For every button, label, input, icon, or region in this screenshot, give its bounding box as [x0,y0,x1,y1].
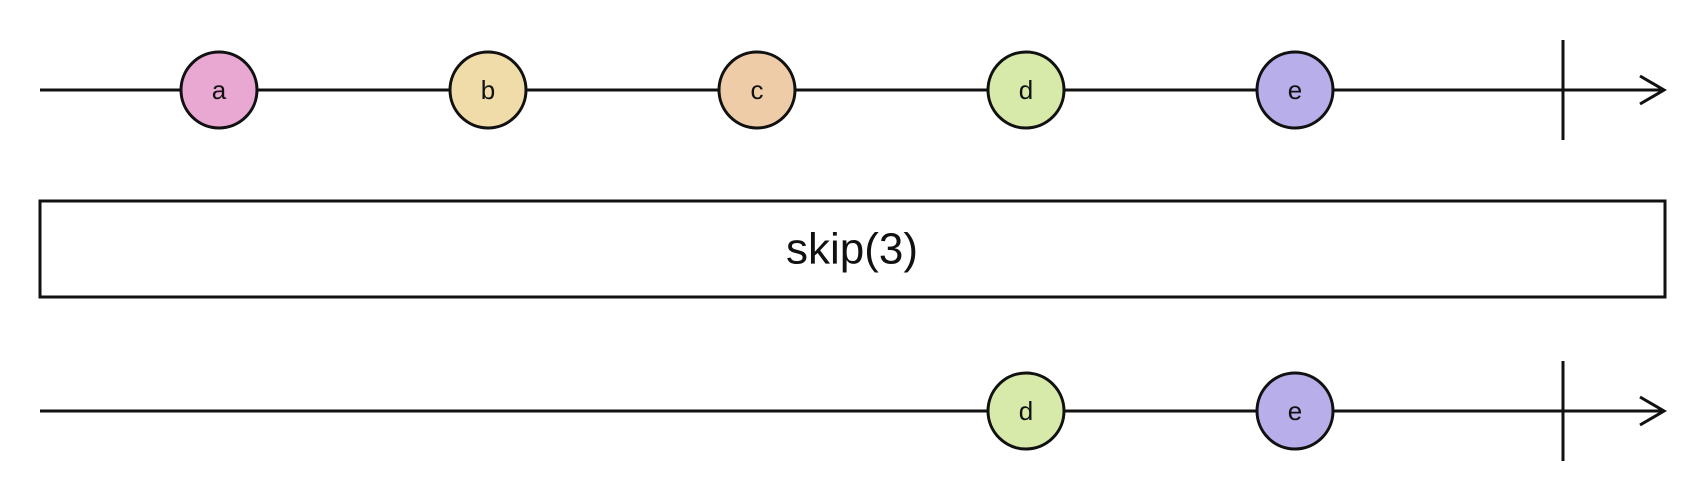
source-arrow-head [1639,74,1667,106]
source-marble-a: a [179,50,259,130]
svg-text:b: b [481,75,495,105]
svg-text:a: a [212,75,227,105]
svg-text:e: e [1288,396,1302,426]
source-marble-c: c [717,50,797,130]
result-stream: d e [40,361,1667,461]
result-marble-e: e [1255,371,1335,451]
svg-text:d: d [1019,75,1033,105]
operator: skip(3) [38,199,1667,299]
source-marble-d: d [986,50,1066,130]
svg-text:c: c [751,75,764,105]
result-marble-d: d [986,371,1066,451]
result-arrow-head [1639,395,1667,427]
operator-label: skip(3) [786,225,918,274]
source-marble-b: b [448,50,528,130]
source-stream: a b c d e [40,40,1667,140]
svg-text:e: e [1288,75,1302,105]
svg-text:d: d [1019,396,1033,426]
operator-box [38,199,1667,299]
source-marble-e: e [1255,50,1335,130]
